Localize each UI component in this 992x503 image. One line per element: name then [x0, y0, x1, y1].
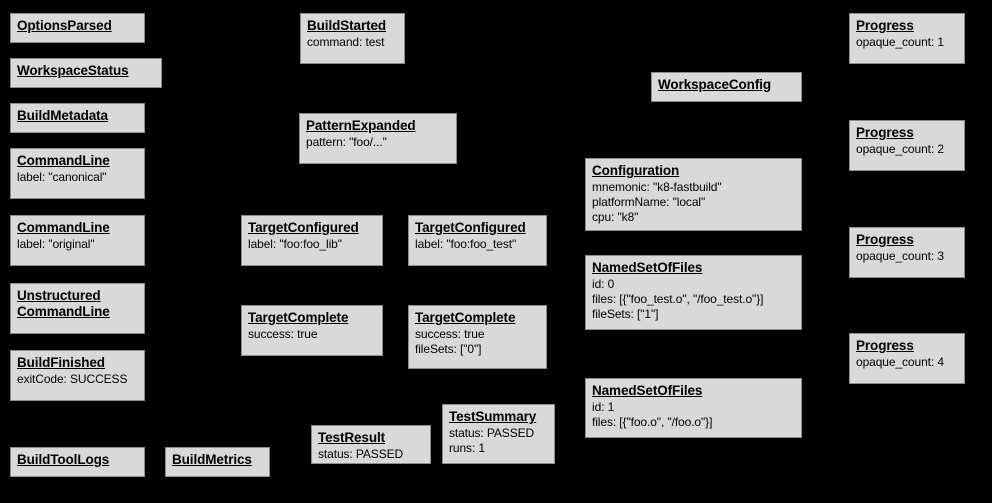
event-node-progress-3[interactable]: Progress opaque_count: 3	[849, 227, 965, 278]
event-node-title: Progress	[856, 18, 914, 33]
event-node-title: BuildStarted	[307, 18, 387, 33]
event-node-options-parsed[interactable]: OptionsParsed	[10, 13, 145, 43]
event-node-title: BuildFinished	[17, 355, 105, 370]
event-node-property: label: "foo:foo_lib"	[248, 237, 342, 251]
event-node-title: WorkspaceConfig	[658, 77, 772, 92]
event-node-properties: label: "foo:foo_test"	[415, 237, 540, 252]
event-node-title: PatternExpanded	[306, 118, 416, 133]
event-node-target-configured-foo-lib[interactable]: TargetConfigured label: "foo:foo_lib"	[241, 215, 383, 266]
event-node-property: platformName: "local"	[592, 195, 706, 209]
event-node-title: TargetConfigured	[415, 220, 526, 235]
event-node-property: cpu: "k8"	[592, 210, 639, 224]
event-node-property: status: PASSED	[449, 426, 535, 440]
event-node-property: opaque_count: 1	[856, 35, 944, 49]
event-node-properties: success: true	[248, 327, 376, 342]
event-node-title: Unstructured CommandLine	[17, 288, 110, 319]
event-node-property: mnemonic: "k8-fastbuild"	[592, 180, 722, 194]
event-node-build-metadata[interactable]: BuildMetadata	[10, 103, 145, 133]
event-node-test-result[interactable]: TestResult status: PASSED	[311, 425, 431, 464]
event-node-title: BuildToolLogs	[17, 452, 110, 467]
event-node-properties: mnemonic: "k8-fastbuild"platformName: "l…	[592, 180, 795, 225]
event-node-pattern-expanded[interactable]: PatternExpanded pattern: "foo/..."	[299, 113, 457, 164]
event-node-property: id: 1	[592, 400, 615, 414]
event-node-property: success: true	[248, 327, 318, 341]
event-node-unstructured-command-line[interactable]: Unstructured CommandLine	[10, 283, 145, 334]
event-node-property: id: 0	[592, 277, 615, 291]
event-node-title: TargetComplete	[415, 310, 516, 325]
event-node-properties: opaque_count: 2	[856, 142, 958, 157]
event-node-property: fileSets: ["0"]	[415, 342, 482, 356]
event-node-configuration[interactable]: Configuration mnemonic: "k8-fastbuild"pla…	[585, 158, 802, 231]
event-node-property: status: PASSED	[318, 447, 404, 461]
event-node-property: runs: 1	[449, 441, 485, 455]
event-node-properties: pattern: "foo/..."	[306, 135, 450, 150]
event-node-property: opaque_count: 4	[856, 355, 944, 369]
event-node-target-complete-lib[interactable]: TargetComplete success: true	[241, 305, 383, 356]
event-node-property: exitCode: SUCCESS	[17, 372, 128, 386]
event-node-title: BuildMetadata	[17, 108, 108, 123]
event-node-title: NamedSetOfFiles	[592, 260, 703, 275]
event-node-property: command: test	[307, 35, 385, 49]
event-node-property: pattern: "foo/..."	[306, 135, 387, 149]
event-node-build-metrics[interactable]: BuildMetrics	[165, 447, 270, 477]
event-node-title: Progress	[856, 232, 914, 247]
event-node-properties: status: PASSED	[318, 447, 424, 462]
event-node-property: opaque_count: 2	[856, 142, 944, 156]
event-node-properties: label: "original"	[17, 237, 138, 252]
event-node-properties: opaque_count: 1	[856, 35, 958, 50]
event-node-property: label: "foo:foo_test"	[415, 237, 517, 251]
event-node-progress-4[interactable]: Progress opaque_count: 4	[849, 333, 965, 384]
event-node-title: Progress	[856, 338, 914, 353]
event-node-command-line-canonical[interactable]: CommandLine label: "canonical"	[10, 148, 145, 199]
event-node-properties: command: test	[307, 35, 398, 50]
event-node-command-line-original[interactable]: CommandLine label: "original"	[10, 215, 145, 266]
event-node-workspace-config[interactable]: WorkspaceConfig	[651, 72, 802, 102]
event-node-title: NamedSetOfFiles	[592, 383, 703, 398]
event-node-title: TestResult	[318, 430, 386, 445]
event-node-property: opaque_count: 3	[856, 249, 944, 263]
event-node-build-tool-logs[interactable]: BuildToolLogs	[10, 447, 145, 477]
event-node-title: Configuration	[592, 163, 680, 178]
event-node-title: Progress	[856, 125, 914, 140]
event-node-property: files: [{"foo.o", "/foo.o"}]	[592, 415, 713, 429]
event-node-workspace-status[interactable]: WorkspaceStatus	[10, 58, 162, 88]
event-node-property: fileSets: ["1"]	[592, 307, 659, 321]
event-node-properties: exitCode: SUCCESS	[17, 372, 138, 387]
event-node-title: WorkspaceStatus	[17, 63, 129, 78]
event-node-title: BuildMetrics	[172, 452, 252, 467]
event-node-properties: label: "foo:foo_lib"	[248, 237, 376, 252]
event-node-build-finished[interactable]: BuildFinished exitCode: SUCCESS	[10, 350, 145, 401]
event-node-properties: opaque_count: 3	[856, 249, 958, 264]
event-node-title: CommandLine	[17, 220, 110, 235]
event-node-title: TestSummary	[449, 409, 537, 424]
event-node-title: TargetConfigured	[248, 220, 359, 235]
event-node-properties: label: "canonical"	[17, 170, 138, 185]
event-node-property: label: "canonical"	[17, 170, 107, 184]
event-node-property: files: [{"foo_test.o", "/foo_test.o"}]	[592, 292, 764, 306]
event-node-progress-2[interactable]: Progress opaque_count: 2	[849, 120, 965, 171]
event-node-property: label: "original"	[17, 237, 95, 251]
event-node-property: success: true	[415, 327, 485, 341]
event-node-target-configured-foo-test[interactable]: TargetConfigured label: "foo:foo_test"	[408, 215, 547, 266]
event-node-progress-1[interactable]: Progress opaque_count: 1	[849, 13, 965, 64]
event-node-title: CommandLine	[17, 153, 110, 168]
event-node-build-started[interactable]: BuildStarted command: test	[300, 13, 405, 64]
event-node-title: OptionsParsed	[17, 18, 112, 33]
event-node-title: TargetComplete	[248, 310, 349, 325]
event-node-properties: opaque_count: 4	[856, 355, 958, 370]
